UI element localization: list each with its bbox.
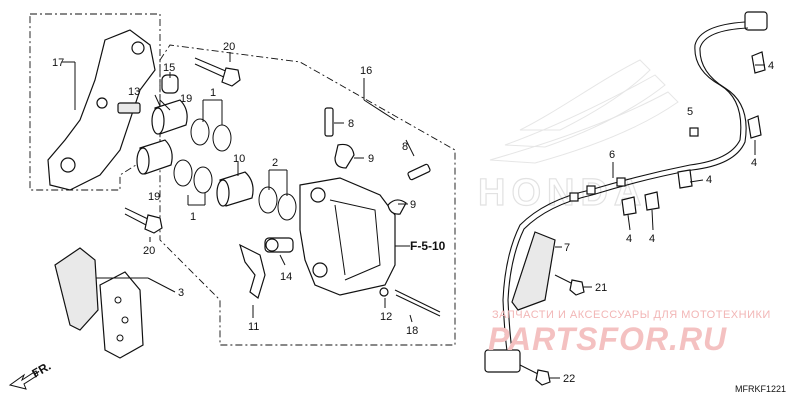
partsfor-watermark: ЗАПЧАСТИ И АКСЕССУАРЫ ДЛЯ МОТОТЕХНИКИ PA… bbox=[488, 309, 771, 357]
harness-clips bbox=[621, 51, 766, 216]
label-19-bottom: 19 bbox=[148, 191, 160, 203]
hose-guide-bracket bbox=[511, 231, 556, 311]
label-21: 21 bbox=[595, 282, 607, 294]
abs-sensor-harness bbox=[484, 11, 768, 373]
piston-seals-lower bbox=[173, 159, 213, 194]
brake-pads bbox=[54, 247, 144, 359]
piston-seals-right bbox=[258, 186, 297, 221]
label-15: 15 bbox=[163, 62, 175, 74]
label-1-bottom: 1 bbox=[190, 211, 196, 223]
pad-spring bbox=[239, 243, 266, 299]
label-1-top: 1 bbox=[210, 87, 216, 99]
label-4-a: 4 bbox=[768, 60, 774, 72]
label-20-top: 20 bbox=[223, 41, 235, 53]
piston-right bbox=[216, 171, 254, 207]
label-9-top: 9 bbox=[368, 153, 374, 165]
part-labels: 17 20 15 13 19 1 10 2 19 1 20 16 8 9 8 9… bbox=[52, 41, 774, 385]
label-4-b: 4 bbox=[751, 157, 757, 169]
label-7: 7 bbox=[564, 242, 570, 254]
reference-label: F-5-10 bbox=[410, 239, 446, 253]
pad-pin bbox=[379, 287, 441, 317]
bolt-22 bbox=[519, 364, 551, 386]
piston-seals-upper bbox=[190, 118, 232, 152]
label-5: 5 bbox=[687, 106, 693, 118]
label-4-e: 4 bbox=[649, 233, 655, 245]
slide-pin bbox=[264, 237, 294, 253]
bolt-top bbox=[194, 57, 241, 87]
label-8-top: 8 bbox=[348, 118, 354, 130]
label-4-d: 4 bbox=[626, 233, 632, 245]
label-18: 18 bbox=[406, 325, 418, 337]
caliper-bracket bbox=[47, 29, 156, 191]
label-4-c: 4 bbox=[706, 174, 712, 186]
group-box-caliper bbox=[159, 44, 456, 346]
label-17: 17 bbox=[52, 57, 64, 69]
piston-upper bbox=[151, 99, 188, 135]
leader-lines bbox=[62, 52, 765, 379]
watermark-logo: PARTSFOR.RU bbox=[488, 321, 727, 357]
label-22: 22 bbox=[563, 373, 575, 385]
label-12: 12 bbox=[380, 311, 392, 323]
label-14: 14 bbox=[280, 271, 292, 283]
label-8-right: 8 bbox=[402, 141, 408, 153]
honda-wing-watermark: HONDA bbox=[477, 59, 679, 215]
label-2: 2 bbox=[272, 157, 278, 169]
label-9-right: 9 bbox=[410, 199, 416, 211]
hose-clamps bbox=[569, 127, 699, 202]
group-box-bracket bbox=[29, 13, 161, 191]
label-16: 16 bbox=[360, 65, 372, 77]
bolt-21 bbox=[554, 274, 585, 296]
label-10: 10 bbox=[233, 153, 245, 165]
front-direction-arrow: FR. bbox=[8, 359, 53, 390]
bleed-valve-top bbox=[324, 107, 355, 169]
label-11: 11 bbox=[248, 321, 259, 333]
label-19-top: 19 bbox=[180, 93, 192, 105]
watermark-tagline: ЗАПЧАСТИ И АКСЕССУАРЫ ДЛЯ МОТОТЕХНИКИ bbox=[492, 309, 771, 321]
label-6: 6 bbox=[609, 149, 615, 161]
honda-watermark-text: HONDA bbox=[478, 172, 647, 214]
label-3: 3 bbox=[178, 287, 184, 299]
label-20-bottom: 20 bbox=[143, 245, 155, 257]
piston-lower bbox=[136, 139, 173, 175]
caliper-body bbox=[299, 177, 396, 296]
diagram-code: MFRKF1221 bbox=[735, 384, 786, 394]
bolt-bottom bbox=[124, 207, 163, 234]
label-13: 13 bbox=[128, 86, 140, 98]
